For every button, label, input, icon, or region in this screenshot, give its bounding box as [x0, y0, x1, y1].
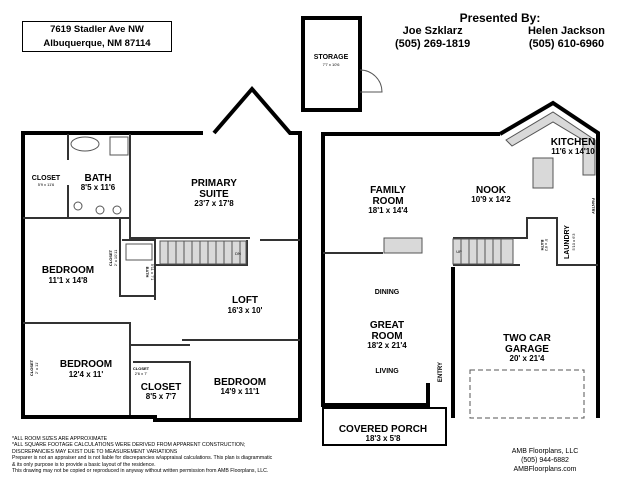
room-dim: 5'9 x 11'6	[38, 182, 55, 187]
storage-wall	[301, 16, 362, 112]
room-dim: 2'6 x 7'	[135, 371, 148, 376]
room-dim: 8'5 x 7'7	[146, 392, 177, 401]
note-line: *ALL SQUARE FOOTAGE CALCULATIONS WERE DE…	[12, 442, 246, 449]
room-label: CLOSET	[133, 366, 150, 371]
interior-walls	[23, 134, 300, 418]
stairs-upper	[159, 240, 247, 265]
room-label: COVERED PORCH	[339, 424, 427, 435]
room-dim: 8'5 x 11'6	[81, 183, 116, 192]
shower-icon	[109, 136, 129, 156]
agent: Helen Jackson (505) 610-6960	[528, 25, 605, 51]
door-swing	[359, 69, 383, 93]
room-label: PANTRY	[591, 198, 596, 214]
room-dim: 18'3 x 5'8	[366, 434, 401, 443]
room-label: STORAGE	[314, 54, 349, 61]
room-label: ROOM	[372, 196, 403, 207]
room-label: ROOM	[371, 331, 402, 342]
note-line: DISCREPANCIES MAY EXIST DUE TO MEASUREME…	[12, 448, 178, 455]
room-label: CLOSET	[141, 382, 182, 393]
sink-icon	[95, 205, 105, 215]
agent-phone: (505) 269-1819	[395, 38, 471, 50]
agent: Joe Szklarz (505) 269-1819	[395, 25, 470, 51]
room-label: BATH	[540, 240, 545, 251]
fireplace	[383, 237, 423, 254]
porch-outline	[322, 407, 447, 446]
room-dim: 18'2 x 21'4	[367, 341, 407, 350]
room-label: KITCHEN	[551, 137, 595, 148]
room-label: SUITE	[199, 189, 229, 200]
room-dim: 23'7 x 17'8	[194, 199, 234, 208]
garage-door	[469, 369, 585, 419]
room-dim: 14'9 x 11'1	[221, 387, 261, 396]
room-label: CLOSET	[108, 249, 113, 266]
room-label: FAMILY	[370, 185, 406, 196]
stairs-dn-label: DN	[235, 251, 241, 256]
room-label: CLOSET	[32, 175, 61, 182]
room-dim: 11'6 x 14'10	[551, 147, 595, 156]
agent-name: Joe Szklarz	[402, 25, 463, 37]
disclaimer-notes: *ALL ROOM SIZES ARE APPROXIMATE *ALL SQU…	[12, 436, 312, 474]
room-label: LAUNDRY	[564, 225, 571, 259]
room-dim: 20' x 21'4	[510, 354, 545, 363]
room-dim: 7'7 x 10'6	[323, 62, 341, 67]
room-dim: 12'4 x 11'	[69, 370, 104, 379]
kitchen-island	[532, 157, 554, 189]
room-label: TWO CAR	[503, 333, 552, 344]
room-label: BEDROOM	[42, 265, 94, 276]
address-box: 7619 Stadler Ave NW Albuquerque, NM 8711…	[22, 21, 172, 52]
room-label: GARAGE	[505, 344, 549, 355]
interior-walls	[323, 217, 598, 266]
address-line2: Albuquerque, NM 87114	[43, 38, 151, 49]
room-label: BATH	[145, 267, 150, 278]
room-dim: 2' x 11'	[34, 362, 39, 374]
room-label: PRIMARY	[191, 178, 237, 189]
note-line: *ALL ROOM SIZES ARE APPROXIMATE	[12, 436, 108, 442]
agent-phone: (505) 610-6960	[528, 38, 605, 50]
company-web: AMBFloorplans.com	[513, 466, 577, 473]
room-dim: 5' x 6'2	[544, 239, 549, 252]
stair-treads	[167, 241, 241, 264]
main-floor-outline	[321, 100, 600, 418]
presented-by: Presented By: Joe Szklarz (505) 269-1819…	[395, 12, 605, 51]
room-dim: 2' x 10'11	[113, 249, 118, 266]
room-dim: 11'1 x 14'8	[49, 276, 89, 285]
company-name: AMB Floorplans, LLC	[511, 448, 579, 455]
room-label: ENTRY	[438, 362, 444, 382]
stair-treads	[460, 239, 502, 264]
room-label: NOOK	[476, 185, 507, 196]
room-dim: 5'10 x 6'3	[571, 233, 576, 251]
company-info: AMB Floorplans, LLC (505) 944-6882 AMBFl…	[505, 447, 585, 474]
room-label: BEDROOM	[60, 359, 112, 370]
room-dim: 10'9 x 14'2	[471, 195, 511, 204]
note-line: & its only purpose is to provide a basic…	[12, 461, 156, 468]
address-line1: 7619 Stadler Ave NW	[50, 24, 144, 35]
note-line: Preparer is not an appraiser and is not …	[12, 455, 273, 462]
room-label: BEDROOM	[214, 377, 266, 388]
company-phone: (505) 944-6882	[521, 457, 569, 464]
agent-name: Helen Jackson	[527, 25, 605, 37]
room-label: CLOSET	[29, 359, 34, 376]
room-dim: 18'1 x 14'4	[368, 206, 408, 215]
upper-floor-outline	[21, 85, 302, 422]
sink-icon	[112, 205, 122, 215]
toilet-icon	[73, 201, 83, 211]
room-label: GREAT	[370, 320, 404, 331]
room-dim: 5'11 x 7'1	[150, 264, 155, 281]
shower-icon	[125, 243, 153, 261]
stairs-main	[452, 238, 514, 265]
room-dim: 16'3 x 10'	[228, 306, 263, 315]
room-label: DINING	[375, 289, 400, 296]
stairs-up-label: UP	[456, 249, 462, 254]
bathtub-icon	[70, 136, 100, 152]
presented-title: Presented By:	[459, 11, 541, 25]
kitchen-counter	[505, 111, 596, 176]
room-label: BATH	[84, 173, 111, 184]
room-label: LIVING	[375, 368, 399, 375]
note-line: This drawing may not be copied or reprod…	[12, 468, 269, 475]
room-label: LOFT	[232, 295, 258, 306]
